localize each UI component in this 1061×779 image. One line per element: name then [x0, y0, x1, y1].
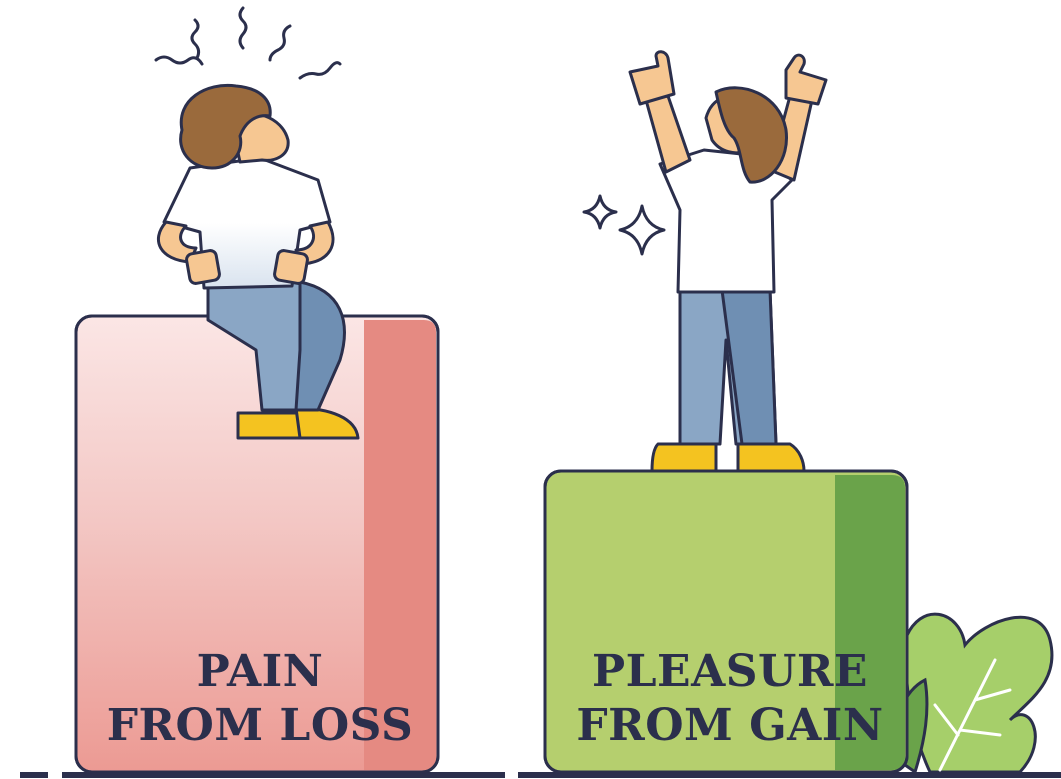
happy-person [630, 52, 826, 471]
sparkle-icon [584, 196, 664, 254]
stress-lines-icon [156, 8, 340, 78]
plant-leaf-icon [896, 614, 1052, 772]
pain-label-line1: PAIN [80, 646, 440, 697]
pleasure-label-line1: PLEASURE [550, 646, 910, 697]
pleasure-label-line2: FROM GAIN [550, 700, 910, 751]
pain-label-line2: FROM LOSS [80, 700, 440, 751]
